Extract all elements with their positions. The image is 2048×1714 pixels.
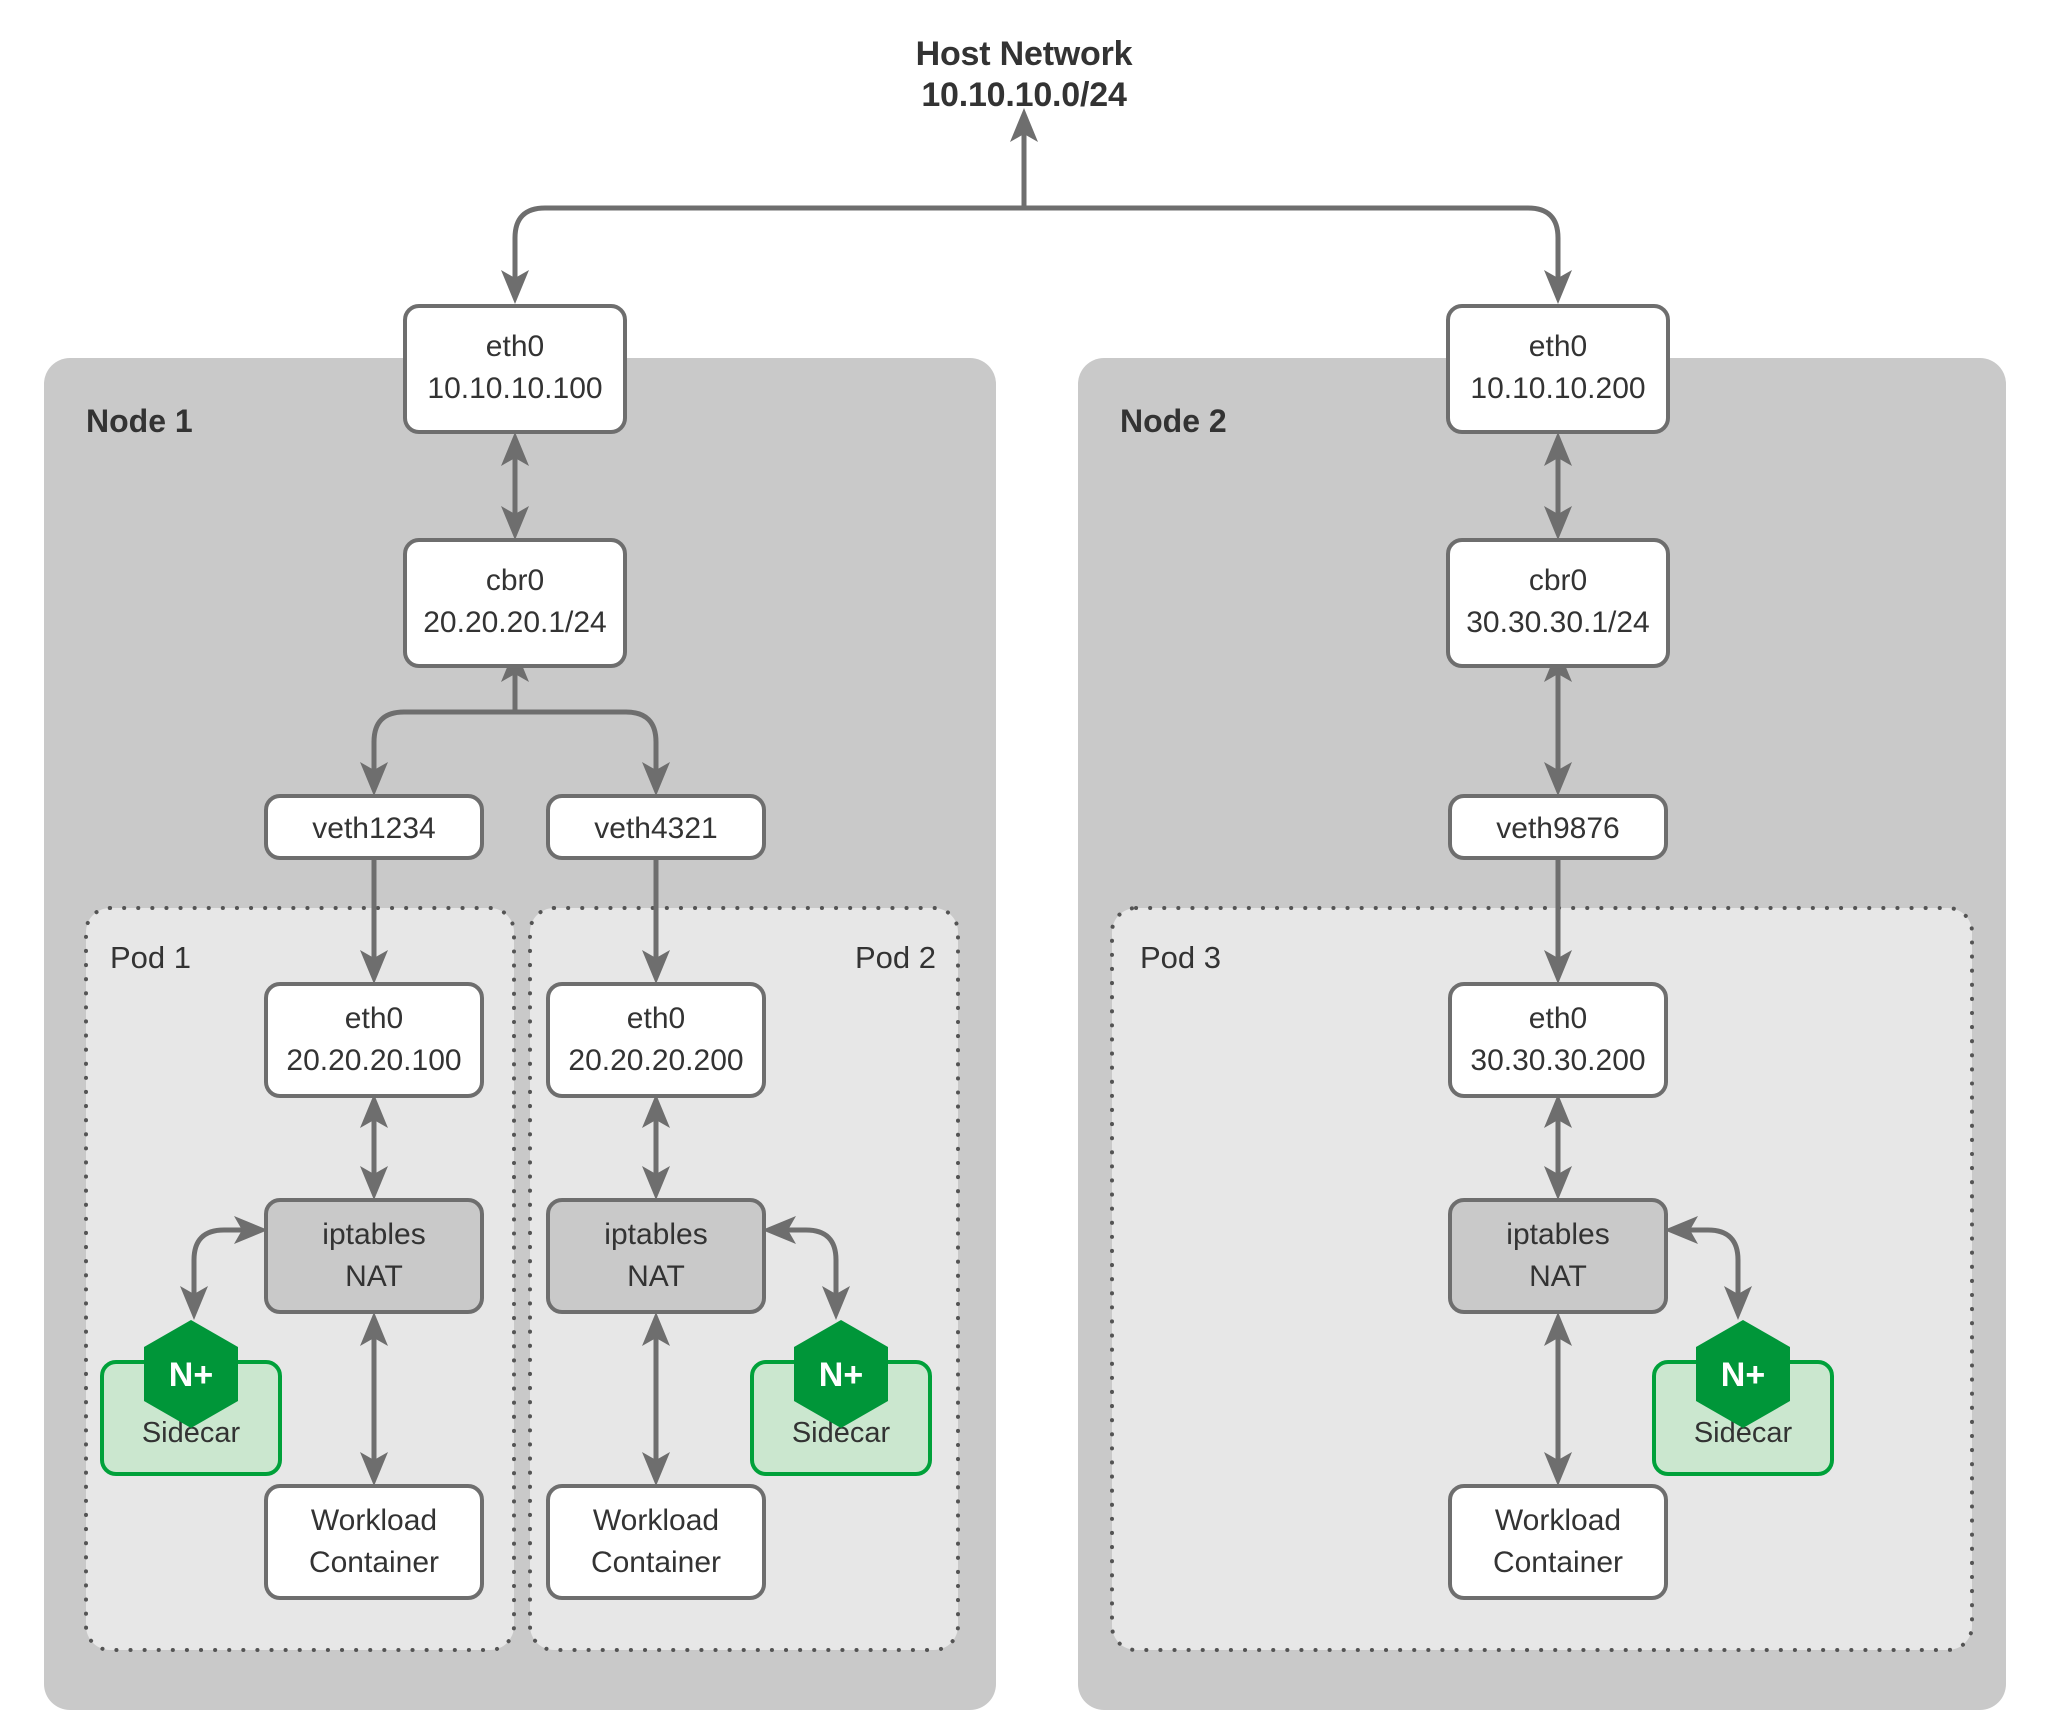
node-1-eth0-ip: 10.10.10.100 (427, 372, 602, 405)
pod-2-eth0-name: eth0 (627, 1002, 685, 1035)
node-1-label: Node 1 (86, 403, 193, 439)
pod-2-iptables-line2: NAT (627, 1260, 685, 1293)
pod-1-iptables-line2: NAT (345, 1260, 403, 1293)
node-1-cbr0-ip: 20.20.20.1/24 (423, 606, 607, 639)
node-2-cbr0-name: cbr0 (1529, 564, 1587, 597)
pod-2-eth0-ip: 20.20.20.200 (568, 1044, 743, 1077)
pod-3-eth0-box[interactable] (1448, 982, 1668, 1098)
veth1234-box[interactable] (264, 794, 484, 860)
host-network-arrowhead-up (1010, 108, 1038, 142)
pod-2-iptables-line1: iptables (604, 1218, 707, 1251)
pod-3-workload-box[interactable] (1448, 1484, 1668, 1600)
pod1-sidecar-loop (191, 1227, 248, 1298)
pod3-iptables-workload-arrowhead-up (1544, 1312, 1572, 1346)
pod-1-eth0-ip: 20.20.20.100 (286, 1044, 461, 1077)
pod1-veth-to-eth0-arrowhead (360, 950, 388, 984)
pod-2-workload-line1: Workload (593, 1504, 719, 1537)
node-1-cbr0-box[interactable] (403, 538, 627, 668)
pod3-eth0-iptables-arrowhead-down (1544, 1166, 1572, 1200)
node2-eth0-cbr0-arrowhead-down (1544, 506, 1572, 540)
pod-1-workload-line2: Container (309, 1546, 439, 1579)
pod2-eth0-iptables-arrowhead-up (642, 1094, 670, 1128)
pod-1-nginx-plus-hexagon-icon (144, 1320, 238, 1428)
pod1-iptables-workload-arrowhead-down (360, 1452, 388, 1486)
veth4321-box[interactable] (546, 794, 766, 860)
pod-1-iptables-box[interactable] (264, 1198, 484, 1314)
pod3-sidecar-loop-arrowhead-left (1664, 1216, 1698, 1244)
node-2-eth0-box[interactable] (1446, 304, 1670, 434)
node2-eth0-cbr0-arrowhead-up (1544, 432, 1572, 466)
host-to-node1-arrowhead (501, 270, 529, 304)
pod3-sidecar-loop (1684, 1227, 1741, 1298)
pod-3-workload-line1: Workload (1495, 1504, 1621, 1537)
pod-1-nginx-plus-logo-text: N+ (169, 1356, 213, 1394)
pod-3-workload-line2: Container (1493, 1546, 1623, 1579)
pod3-sidecar-loop-arrowhead-down (1724, 1286, 1752, 1320)
pod-3-iptables-box[interactable] (1448, 1198, 1668, 1314)
node-2-cbr0-ip: 30.30.30.1/24 (1466, 606, 1650, 639)
node-1-cbr0-name: cbr0 (486, 564, 544, 597)
pod-2-workload-line2: Container (591, 1546, 721, 1579)
pod-3-iptables-line2: NAT (1529, 1260, 1587, 1293)
pod-3-label: Pod 3 (1140, 940, 1221, 975)
pod2-sidecar-loop (782, 1227, 839, 1298)
pod2-eth0-iptables-arrowhead-down (642, 1166, 670, 1200)
node-2-eth0-name: eth0 (1529, 330, 1587, 363)
pod-2-eth0-box[interactable] (546, 982, 766, 1098)
node1-veth4321-arrowhead (642, 762, 670, 796)
veth9876-box[interactable] (1448, 794, 1668, 860)
node-1-eth0-box[interactable] (403, 304, 627, 434)
pod-1-eth0-name: eth0 (345, 1002, 403, 1035)
node1-veth1234-arrowhead (360, 762, 388, 796)
pod-2-workload-box[interactable] (546, 1484, 766, 1600)
host-network-title-line1: Host Network (916, 35, 1133, 73)
host-to-node2-arrowhead (1544, 270, 1572, 304)
pod1-sidecar-loop-arrowhead-down (180, 1286, 208, 1320)
host-to-node1-branch (512, 205, 1024, 282)
node-2-label: Node 2 (1120, 403, 1227, 439)
pod2-sidecar-loop-arrowhead-left (762, 1216, 796, 1244)
pod3-iptables-workload-arrowhead-down (1544, 1452, 1572, 1486)
pod1-sidecar-loop-arrowhead-right (234, 1216, 268, 1244)
pod-1-iptables-line1: iptables (322, 1218, 425, 1251)
pod2-sidecar-loop-arrowhead-down (822, 1286, 850, 1320)
node-1-eth0-name: eth0 (486, 330, 544, 363)
pod-2-nginx-plus-logo-text: N+ (819, 1356, 863, 1394)
host-network-title-line2: 10.10.10.0/24 (921, 76, 1127, 114)
veth9876-label: veth9876 (1496, 812, 1619, 845)
pod2-veth-to-eth0-arrowhead (642, 950, 670, 984)
pod-3-iptables-line1: iptables (1506, 1218, 1609, 1251)
node1-eth0-cbr0-arrowhead-up (501, 432, 529, 466)
pod-2-iptables-box[interactable] (546, 1198, 766, 1314)
pod2-iptables-workload-arrowhead-down (642, 1452, 670, 1486)
veth1234-label: veth1234 (312, 812, 435, 845)
pod-3-nginx-plus-hexagon-icon (1696, 1320, 1790, 1428)
node-2-eth0-ip: 10.10.10.200 (1470, 372, 1645, 405)
pod-1-workload-line1: Workload (311, 1504, 437, 1537)
pod3-veth-to-eth0-arrowhead (1544, 950, 1572, 984)
pod1-iptables-workload-arrowhead-up (360, 1312, 388, 1346)
veth4321-label: veth4321 (594, 812, 717, 845)
pod-1-label: Pod 1 (110, 940, 191, 975)
node-2-cbr0-box[interactable] (1446, 538, 1670, 668)
node2-cbr0-veth-arrowhead-down (1544, 762, 1572, 796)
pod2-iptables-workload-arrowhead-up (642, 1312, 670, 1346)
node1-cbr0-to-veth1234 (371, 709, 515, 774)
pod-1-eth0-box[interactable] (264, 982, 484, 1098)
pod3-eth0-iptables-arrowhead-up (1544, 1094, 1572, 1128)
pod-3-eth0-name: eth0 (1529, 1002, 1587, 1035)
pod-3-eth0-ip: 30.30.30.200 (1470, 1044, 1645, 1077)
pod-2-nginx-plus-hexagon-icon (794, 1320, 888, 1428)
host-to-node2-branch (1024, 205, 1561, 282)
pod-2-label: Pod 2 (855, 940, 936, 975)
node1-eth0-cbr0-arrowhead-down (501, 506, 529, 540)
pod1-eth0-iptables-arrowhead-up (360, 1094, 388, 1128)
pod1-eth0-iptables-arrowhead-down (360, 1166, 388, 1200)
pod-3-nginx-plus-logo-text: N+ (1721, 1356, 1765, 1394)
node1-cbr0-to-veth4321 (515, 709, 659, 774)
pod-1-workload-box[interactable] (264, 1484, 484, 1600)
